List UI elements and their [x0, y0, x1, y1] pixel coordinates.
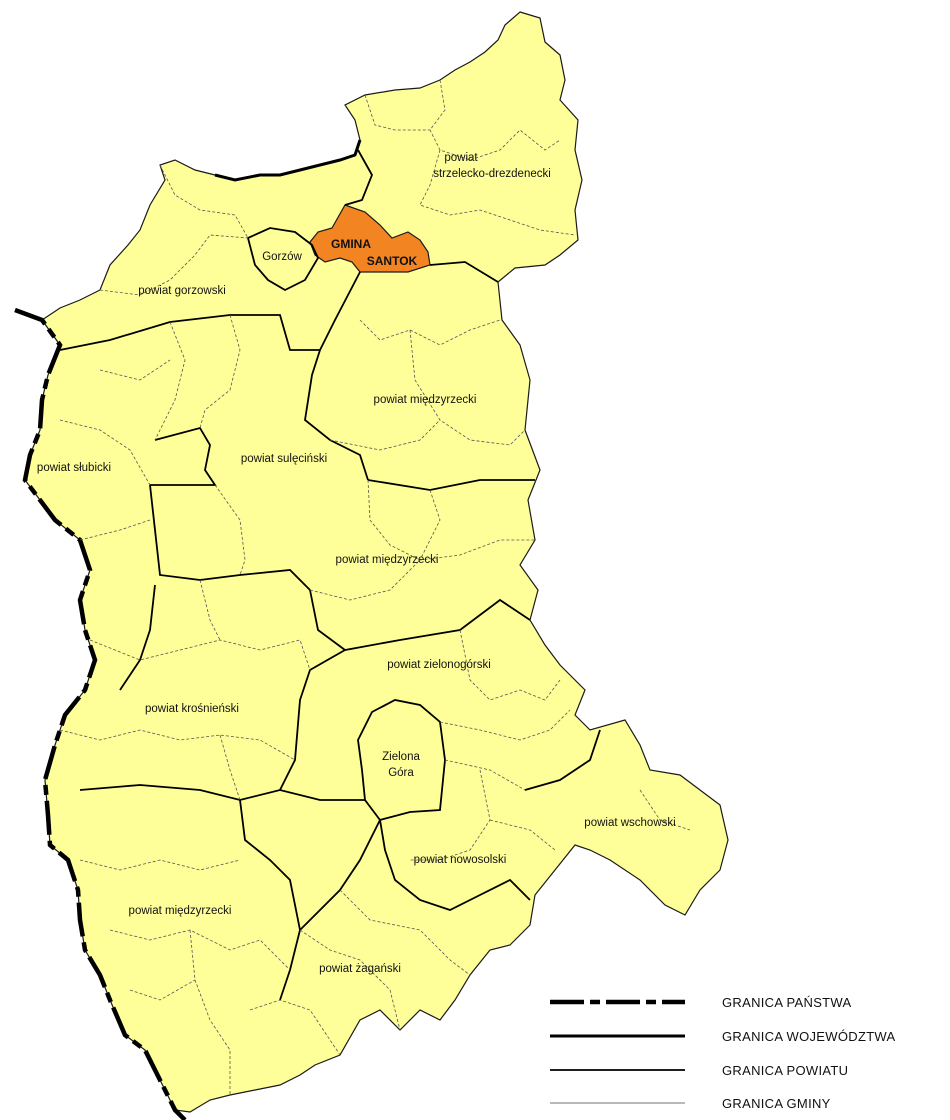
label-powiat-krosnienski: powiat krośnieński — [145, 703, 239, 715]
label-powiat-miedzyrzecki-north: powiat międzyrzecki — [374, 394, 477, 406]
gmina-border — [99, 234, 249, 296]
gmina-border — [189, 929, 231, 1095]
gmina-border — [79, 519, 151, 541]
legend-voivodeship-label: GRANICA WOJEWÓDZTWA — [722, 1029, 896, 1044]
voivodeship-border-north — [214, 139, 362, 182]
label-powiat-zielonogorski: powiat zielonogórski — [387, 659, 491, 671]
gmina-border — [59, 419, 151, 486]
legend-gmina-label: GRANICA GMINY — [722, 1096, 831, 1111]
label-powiat-wschowski: powiat wschowski — [584, 817, 675, 829]
powiat-border — [150, 426, 217, 486]
powiat-border — [344, 149, 373, 206]
label-zielona-gora-2: Góra — [388, 767, 414, 779]
gmina-border — [444, 759, 526, 791]
gmina-border — [639, 789, 691, 831]
label-powiat-nowosolski: powiat nowosolski — [414, 854, 507, 866]
gmina-border — [159, 164, 249, 239]
gmina-border — [89, 639, 311, 671]
gmina-border — [219, 734, 241, 801]
voivodeship-lubuskie — [24, 11, 729, 1113]
label-powiat-sulecinski: powiat sulęciński — [241, 453, 327, 465]
gmina-border — [79, 859, 241, 871]
powiat-border — [429, 261, 499, 283]
powiat-border — [367, 479, 535, 491]
powiat-border — [246, 227, 320, 292]
state-border — [14, 307, 187, 1120]
label-strzelecki-1: powiat — [444, 152, 478, 164]
gmina-border — [109, 929, 291, 971]
legend-powiat-label: GRANICA POWIATU — [722, 1063, 848, 1078]
gmina-border — [489, 819, 556, 851]
gmina-border — [409, 329, 526, 446]
powiat-border — [299, 819, 381, 931]
gmina-border — [459, 629, 561, 701]
gmina-border — [309, 559, 421, 601]
label-powiat-zaganski: powiat żagański — [319, 963, 401, 975]
gmina-border — [419, 149, 576, 236]
gmina-border — [214, 484, 246, 576]
label-powiat-slubicki: powiat słubicki — [37, 462, 111, 474]
powiat-border — [379, 819, 531, 911]
powiat-border — [304, 349, 369, 481]
powiat-border — [357, 699, 446, 822]
label-santok: SANTOK — [367, 254, 418, 268]
powiat-border — [59, 271, 361, 351]
powiat-border — [119, 584, 156, 691]
powiat-border — [279, 649, 346, 791]
gmina-border — [154, 321, 186, 441]
label-powiat-miedzyrzecki-middle: powiat międzyrzecki — [336, 554, 439, 566]
gmina-border — [249, 999, 341, 1056]
gmina-border — [299, 929, 401, 1031]
gmina-border — [199, 314, 241, 429]
legend-state-label: GRANICA PAŃSTWA — [722, 995, 851, 1010]
gmina-border — [199, 579, 221, 641]
gmina-border — [59, 729, 296, 761]
label-gmina: GMINA — [331, 237, 371, 251]
gmina-border — [99, 359, 171, 381]
gmina-santok-area — [309, 204, 431, 273]
powiat-border — [524, 729, 601, 791]
gmina-border — [364, 94, 430, 131]
label-strzelecki-2: strzelecko-drezdenecki — [433, 168, 551, 180]
gmina-border — [410, 769, 491, 861]
label-powiat-miedzyrzecki-south: powiat międzyrzecki — [129, 905, 232, 917]
gmina-border — [359, 319, 501, 346]
gmina-border — [329, 419, 441, 451]
legend: GRANICA PAŃSTWA GRANICA WOJEWÓDZTWA GRAN… — [550, 995, 896, 1111]
label-powiat-gorzowski: powiat gorzowski — [138, 285, 226, 297]
gmina-border — [419, 489, 441, 561]
gmina-border — [129, 979, 196, 1001]
label-zielona-gora-1: Zielona — [382, 751, 420, 763]
gmina-border — [429, 79, 561, 161]
label-gorzow-city: Gorzów — [262, 251, 302, 263]
powiat-border — [309, 589, 531, 651]
gmina-border — [439, 709, 571, 741]
